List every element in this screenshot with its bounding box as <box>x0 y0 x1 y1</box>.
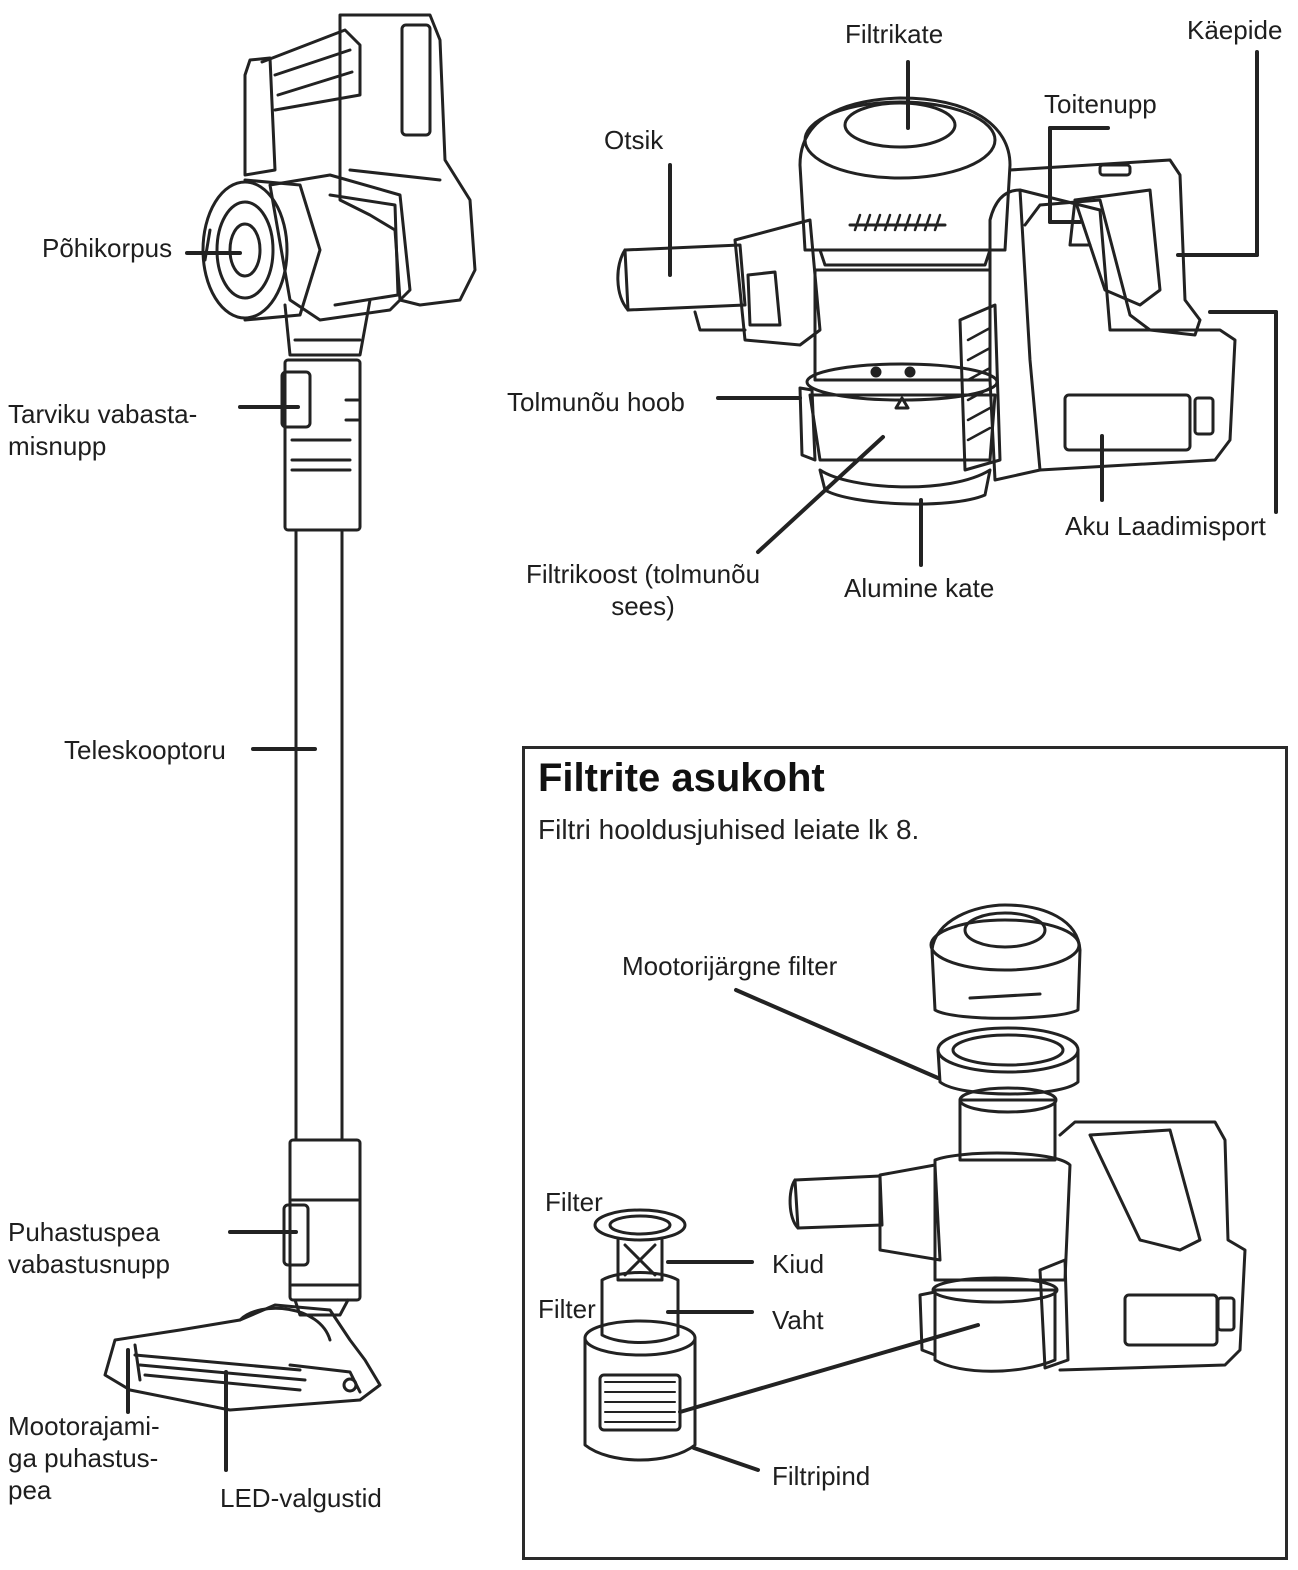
label-pohikorpus: Põhikorpus <box>42 233 173 263</box>
label-alumine-kate: Alumine kate <box>844 573 995 603</box>
label-filtripind: Filtripind <box>772 1461 871 1491</box>
label-tolmunou-hoob: Tolmunõu hoob <box>507 387 685 417</box>
label-toitenupp: Toitenupp <box>1044 89 1157 119</box>
vacuum-stick-drawing <box>103 13 477 1412</box>
label-filter-bottom: Filter <box>538 1294 596 1324</box>
label-mootorijargne-filter: Mootorijärgne filter <box>622 951 838 981</box>
label-aku-laadimisport: Aku Laadimisport <box>1065 511 1266 541</box>
filter-location-box <box>522 746 1288 1560</box>
label-otsik: Otsik <box>604 125 664 155</box>
label-puhastuspea-vabastusnupp: Puhastuspea vabastusnupp <box>8 1217 170 1279</box>
filter-box-title: Filtrite asukoht <box>538 756 825 800</box>
label-mootorajamiga-puhastuspea: Mootorajami- ga puhastus- pea <box>8 1411 160 1505</box>
label-led-valgustid: LED-valgustid <box>220 1483 382 1513</box>
label-tarviku-vabastamisnupp: Tarviku vabasta- misnupp <box>8 399 198 461</box>
label-vaht: Vaht <box>772 1305 824 1335</box>
filter-box-subtitle: Filtri hooldusjuhised leiate lk 8. <box>538 814 920 845</box>
label-teleskooptoru: Teleskooptoru <box>64 735 226 765</box>
label-filtrikate: Filtrikate <box>845 19 944 49</box>
label-filter-top: Filter <box>545 1187 603 1217</box>
label-kiud: Kiud <box>772 1249 825 1279</box>
label-filtrikoost: Filtrikoost (tolmunõu sees) <box>525 559 761 621</box>
vacuum-main-unit-drawing <box>616 96 1237 506</box>
label-kaepide: Käepide <box>1187 15 1283 45</box>
filter-assembly-drawing <box>583 903 1247 1462</box>
